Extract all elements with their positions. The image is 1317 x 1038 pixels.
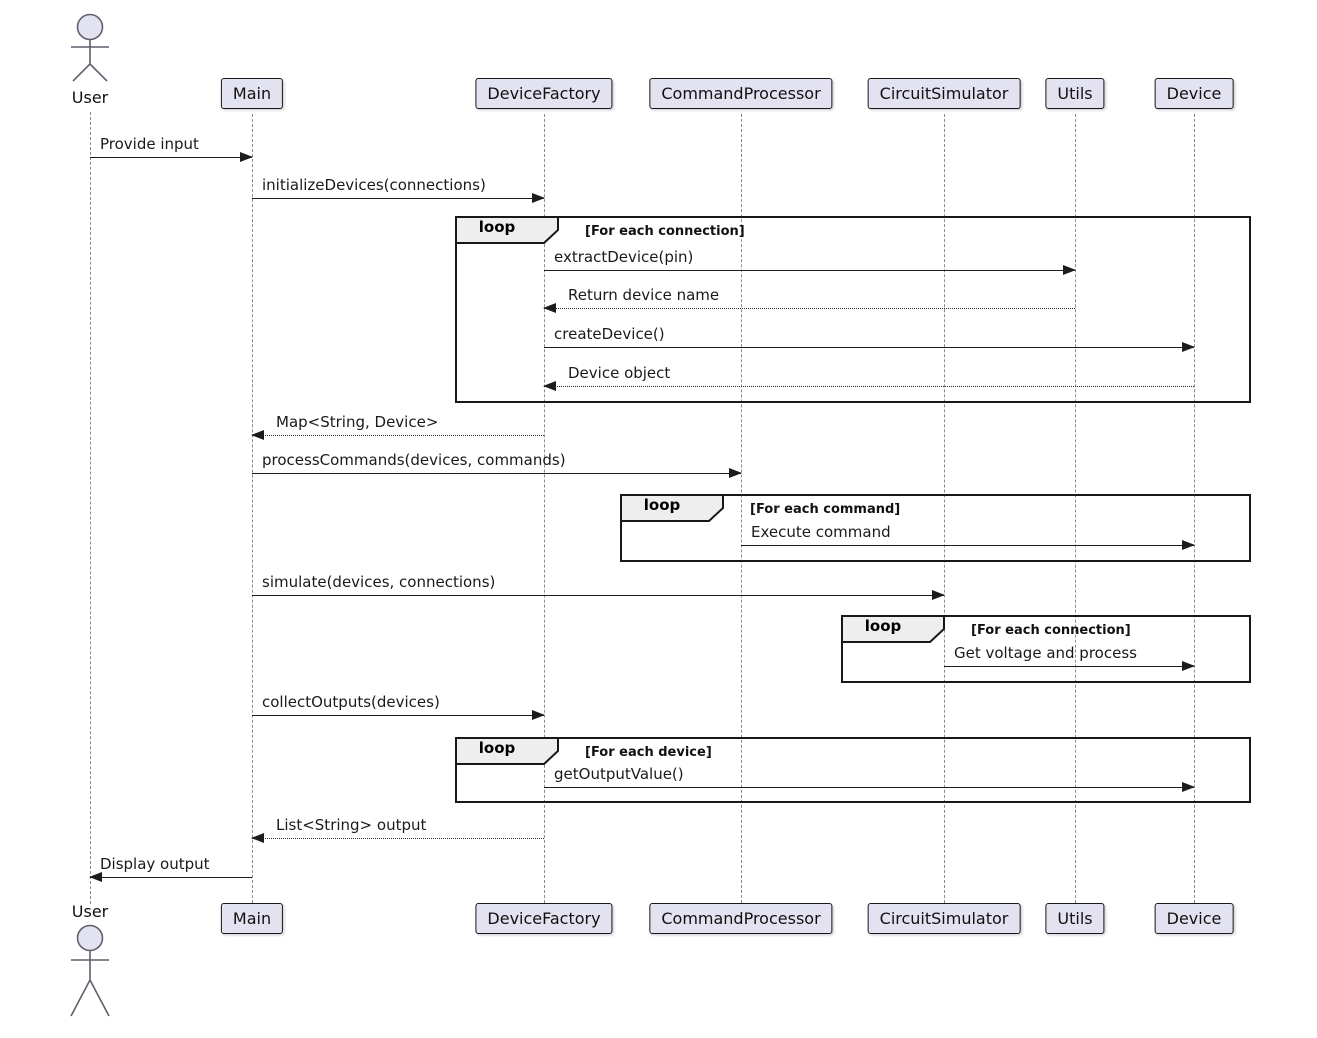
loop-tab-icon: loop xyxy=(455,737,559,765)
return-line xyxy=(543,303,1075,313)
return-line xyxy=(543,381,1194,391)
loop-frame-devices: loop [For each device] xyxy=(455,737,1251,803)
arrow-line xyxy=(544,782,1195,792)
arrowhead-right-icon xyxy=(532,710,545,720)
arrow-line xyxy=(89,872,252,882)
arrowhead-right-icon xyxy=(1182,661,1195,671)
lifeline-circuitsimulator xyxy=(944,114,945,903)
actor-label-bottom: User xyxy=(71,902,109,921)
lifeline-devicefactory xyxy=(544,114,545,903)
message-process-commands: processCommands(devices, commands) xyxy=(252,451,742,478)
arrowhead-left-icon xyxy=(89,872,102,882)
loop-condition: [For each device] xyxy=(585,745,712,760)
participant-commandprocessor-top: CommandProcessor xyxy=(649,78,833,109)
arrow-line xyxy=(544,265,1076,275)
participant-devicefactory-bottom: DeviceFactory xyxy=(475,903,613,934)
arrowhead-right-icon xyxy=(932,590,945,600)
arrow-line xyxy=(741,540,1195,550)
lifeline-device xyxy=(1194,114,1195,903)
message-label: getOutputValue() xyxy=(554,765,684,783)
actor-icon xyxy=(70,924,110,1017)
lifeline-utils xyxy=(1075,114,1076,903)
participant-devicefactory-top: DeviceFactory xyxy=(475,78,613,109)
message-label: List<String> output xyxy=(276,816,427,834)
message-label: Execute command xyxy=(751,523,891,541)
arrowhead-right-icon xyxy=(1182,342,1195,352)
arrow-line xyxy=(252,590,945,600)
arrow-line xyxy=(252,468,742,478)
arrowhead-left-icon xyxy=(543,381,556,391)
arrow-line xyxy=(90,152,253,162)
arrowhead-right-icon xyxy=(1063,265,1076,275)
message-execute-command: Execute command xyxy=(741,523,1195,550)
lifeline-main xyxy=(252,114,253,903)
message-label: Map<String, Device> xyxy=(276,413,439,431)
participant-device-bottom: Device xyxy=(1154,903,1234,934)
loop-condition: [For each connection] xyxy=(585,224,745,239)
arrow-line xyxy=(252,193,545,203)
arrowhead-left-icon xyxy=(251,833,264,843)
participant-utils-bottom: Utils xyxy=(1045,903,1105,934)
message-initialize-devices: initializeDevices(connections) xyxy=(252,176,545,203)
message-extract-device: extractDevice(pin) xyxy=(544,248,1076,275)
loop-condition: [For each connection] xyxy=(971,623,1131,638)
loop-frame-commands: loop [For each command] xyxy=(620,494,1251,562)
participant-main-top: Main xyxy=(220,78,284,109)
message-collect-outputs: collectOutputs(devices) xyxy=(252,693,545,720)
arrowhead-right-icon xyxy=(1182,540,1195,550)
loop-keyword: loop xyxy=(643,496,681,514)
loop-tab-icon: loop xyxy=(455,216,559,244)
loop-keyword: loop xyxy=(478,739,516,757)
message-label: initializeDevices(connections) xyxy=(262,176,486,194)
actor-icon xyxy=(71,13,109,82)
loop-tab-icon: loop xyxy=(841,615,945,643)
arrow-line xyxy=(252,710,545,720)
participant-circuitsimulator-bottom: CircuitSimulator xyxy=(867,903,1021,934)
loop-keyword: loop xyxy=(864,617,902,635)
message-label: collectOutputs(devices) xyxy=(262,693,440,711)
arrowhead-right-icon xyxy=(532,193,545,203)
participant-main-bottom: Main xyxy=(220,903,284,934)
message-get-voltage: Get voltage and process xyxy=(944,644,1195,671)
message-display-output: Display output xyxy=(89,855,252,882)
message-create-device: createDevice() xyxy=(544,325,1195,352)
participant-commandprocessor-bottom: CommandProcessor xyxy=(649,903,833,934)
arrowhead-left-icon xyxy=(543,303,556,313)
message-label: processCommands(devices, commands) xyxy=(262,451,566,469)
arrowhead-right-icon xyxy=(1182,782,1195,792)
message-return-device-name: Return device name xyxy=(543,286,1075,313)
return-line xyxy=(251,833,544,843)
message-label: Device object xyxy=(568,364,671,382)
message-label: Display output xyxy=(100,855,210,873)
loop-frame-connections-2: loop [For each connection] xyxy=(841,615,1251,683)
message-simulate: simulate(devices, connections) xyxy=(252,573,945,600)
message-get-output-value: getOutputValue() xyxy=(544,765,1195,792)
message-label: simulate(devices, connections) xyxy=(262,573,496,591)
arrowhead-left-icon xyxy=(251,430,264,440)
participant-device-top: Device xyxy=(1154,78,1234,109)
message-provide-input: Provide input xyxy=(90,135,253,162)
arrow-line xyxy=(944,661,1195,671)
message-label: extractDevice(pin) xyxy=(554,248,694,266)
message-device-object: Device object xyxy=(543,364,1194,391)
participant-circuitsimulator-top: CircuitSimulator xyxy=(867,78,1021,109)
return-line xyxy=(251,430,544,440)
message-label: Provide input xyxy=(100,135,199,153)
message-list-string-output: List<String> output xyxy=(251,816,544,843)
message-label: Return device name xyxy=(568,286,720,304)
message-map-string-device: Map<String, Device> xyxy=(251,413,544,440)
lifeline-user xyxy=(90,112,91,904)
message-label: createDevice() xyxy=(554,325,665,343)
arrowhead-right-icon xyxy=(240,152,253,162)
loop-keyword: loop xyxy=(478,218,516,236)
message-label: Get voltage and process xyxy=(954,644,1137,662)
actor-label-top: User xyxy=(71,88,109,107)
arrow-line xyxy=(544,342,1195,352)
participant-utils-top: Utils xyxy=(1045,78,1105,109)
loop-condition: [For each command] xyxy=(750,502,901,517)
loop-tab-icon: loop xyxy=(620,494,724,522)
arrowhead-right-icon xyxy=(729,468,742,478)
lifeline-commandprocessor xyxy=(741,114,742,903)
loop-frame-connections-1: loop [For each connection] xyxy=(455,216,1251,403)
